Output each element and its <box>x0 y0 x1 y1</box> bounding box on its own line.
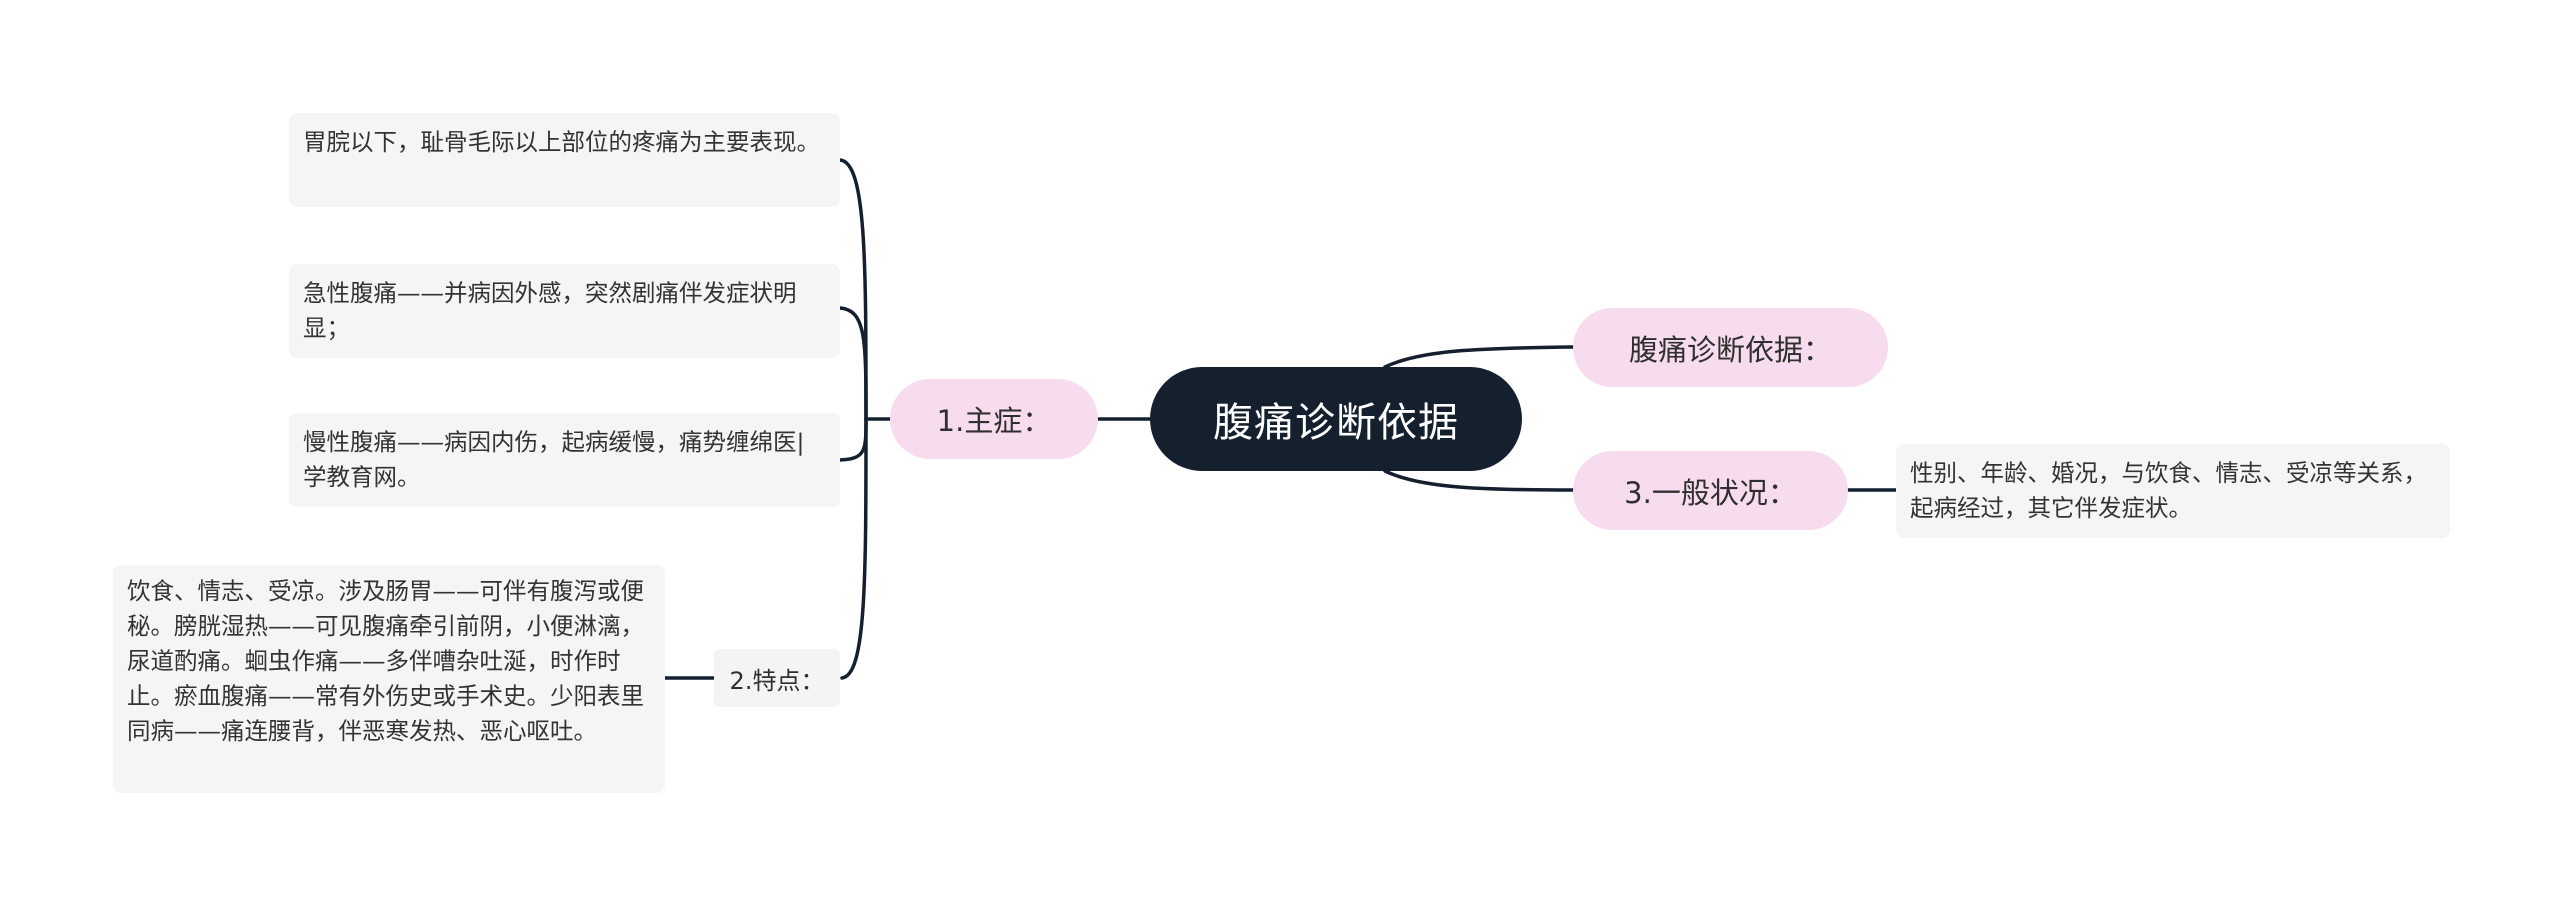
leaf-text: 性别、年龄、婚况，与饮食、情志、受凉等关系，起病经过，其它伴发症状。 <box>1910 459 2427 522</box>
leaf-acute-pain[interactable]: 急性腹痛——并病因外感，突然剧痛伴发症状明显； <box>289 264 840 358</box>
leaf-features-detail[interactable]: 饮食、情志、受凉。涉及肠胃——可伴有腹泻或便秘。膀胱湿热——可见腹痛牵引前阴，小… <box>113 565 665 793</box>
branch-main-symptom[interactable]: 1.主症： <box>890 379 1098 459</box>
branch-diagnosis-basis[interactable]: 腹痛诊断依据： <box>1573 308 1888 387</box>
connector-to-leaf-3 <box>838 417 868 462</box>
connector-center-to-basis <box>1383 345 1575 369</box>
center-topic-label: 腹痛诊断依据 <box>1213 400 1459 446</box>
connector-to-leaf-2 <box>838 306 868 421</box>
branch-general-condition[interactable]: 3.一般状况： <box>1573 451 1848 530</box>
leaf-main-symptom-definition[interactable]: 胃脘以下，耻骨毛际以上部位的疼痛为主要表现。 <box>289 113 840 207</box>
connector-to-leaf-1 <box>838 158 868 421</box>
leaf-chronic-pain[interactable]: 慢性腹痛——病因内伤，起病缓慢，痛势缠绵医|学教育网。 <box>289 413 840 507</box>
center-topic[interactable]: 腹痛诊断依据 <box>1150 367 1522 471</box>
branch-diagnosis-basis-label: 腹痛诊断依据： <box>1628 332 1832 367</box>
branch-general-condition-label: 3.一般状况： <box>1624 475 1797 510</box>
branch-features[interactable]: 2.特点： <box>714 649 840 707</box>
leaf-text: 饮食、情志、受凉。涉及肠胃——可伴有腹泻或便秘。膀胱湿热——可见腹痛牵引前阴，小… <box>127 577 644 745</box>
leaf-text: 慢性腹痛——病因内伤，起病缓慢，痛势缠绵医|学教育网。 <box>303 428 805 491</box>
leaf-text: 胃脘以下，耻骨毛际以上部位的疼痛为主要表现。 <box>303 128 820 156</box>
branch-main-symptom-label: 1.主症： <box>936 404 1052 438</box>
connector-center-to-general <box>1383 469 1575 492</box>
leaf-text: 急性腹痛——并病因外感，突然剧痛伴发症状明显； <box>303 279 797 342</box>
branch-features-label: 2.特点： <box>729 666 825 695</box>
leaf-general-condition-detail[interactable]: 性别、年龄、婚况，与饮食、情志、受凉等关系，起病经过，其它伴发症状。 <box>1896 444 2450 538</box>
connector-to-features <box>840 417 868 680</box>
